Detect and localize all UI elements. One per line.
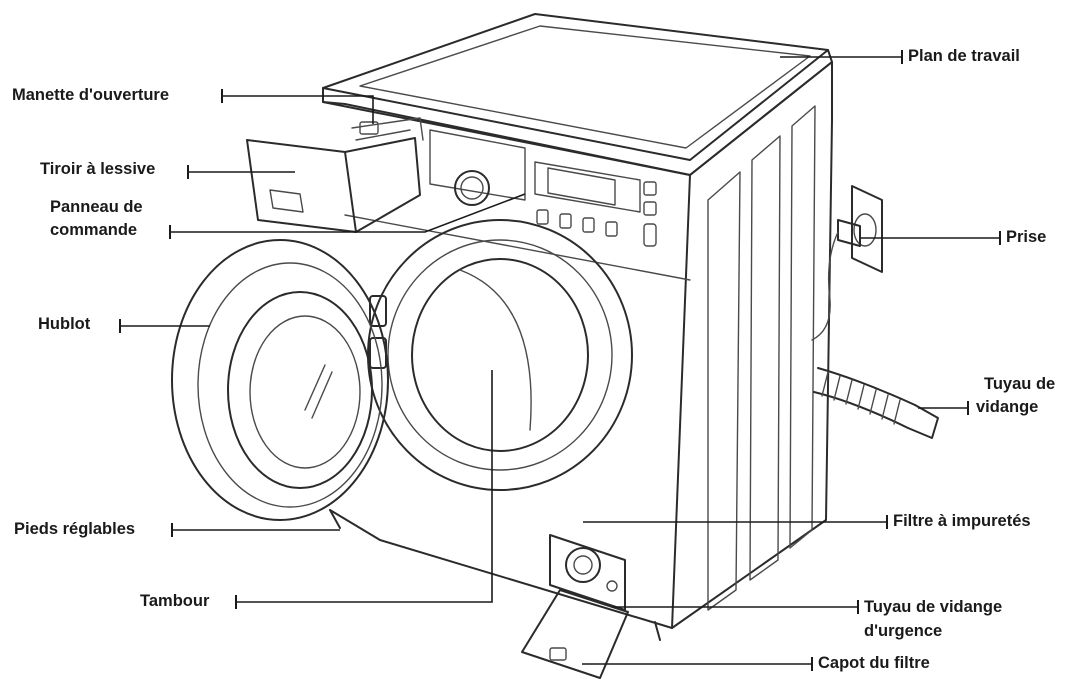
label-plan-de-travail: Plan de travail <box>908 47 1020 65</box>
feet <box>329 509 661 641</box>
label-pieds-reglables: Pieds réglables <box>14 520 136 538</box>
label-capot-filtre: Capot du filtre <box>818 654 930 672</box>
label-prise: Prise <box>1006 228 1047 246</box>
filter-cover <box>521 589 629 679</box>
label-panneau-line1: Panneau de <box>50 198 143 216</box>
drain-hose <box>813 367 939 439</box>
label-tiroir-lessive: Tiroir à lessive <box>40 160 156 178</box>
label-tuyau-urgence-line1: Tuyau de vidange <box>864 598 1003 616</box>
label-panneau-line2: commande <box>50 221 138 239</box>
label-tambour: Tambour <box>140 592 210 610</box>
label-hublot: Hublot <box>38 315 91 333</box>
label-tuyau-vidange-line1: Tuyau de <box>984 375 1056 393</box>
control-panel <box>429 129 657 247</box>
leader-lines <box>119 50 1001 671</box>
drum <box>367 219 633 491</box>
porthole-door <box>171 239 389 521</box>
label-manette-ouverture: Manette d'ouverture <box>12 86 170 104</box>
machine-front <box>322 101 691 629</box>
machine-side <box>671 61 833 629</box>
label-tuyau-vidange-line2: vidange <box>976 398 1039 416</box>
label-filtre-impuretes: Filtre à impuretés <box>893 512 1031 530</box>
wall-socket <box>811 185 883 341</box>
label-tuyau-urgence-line2: d'urgence <box>864 622 943 640</box>
detergent-drawer <box>246 117 424 233</box>
